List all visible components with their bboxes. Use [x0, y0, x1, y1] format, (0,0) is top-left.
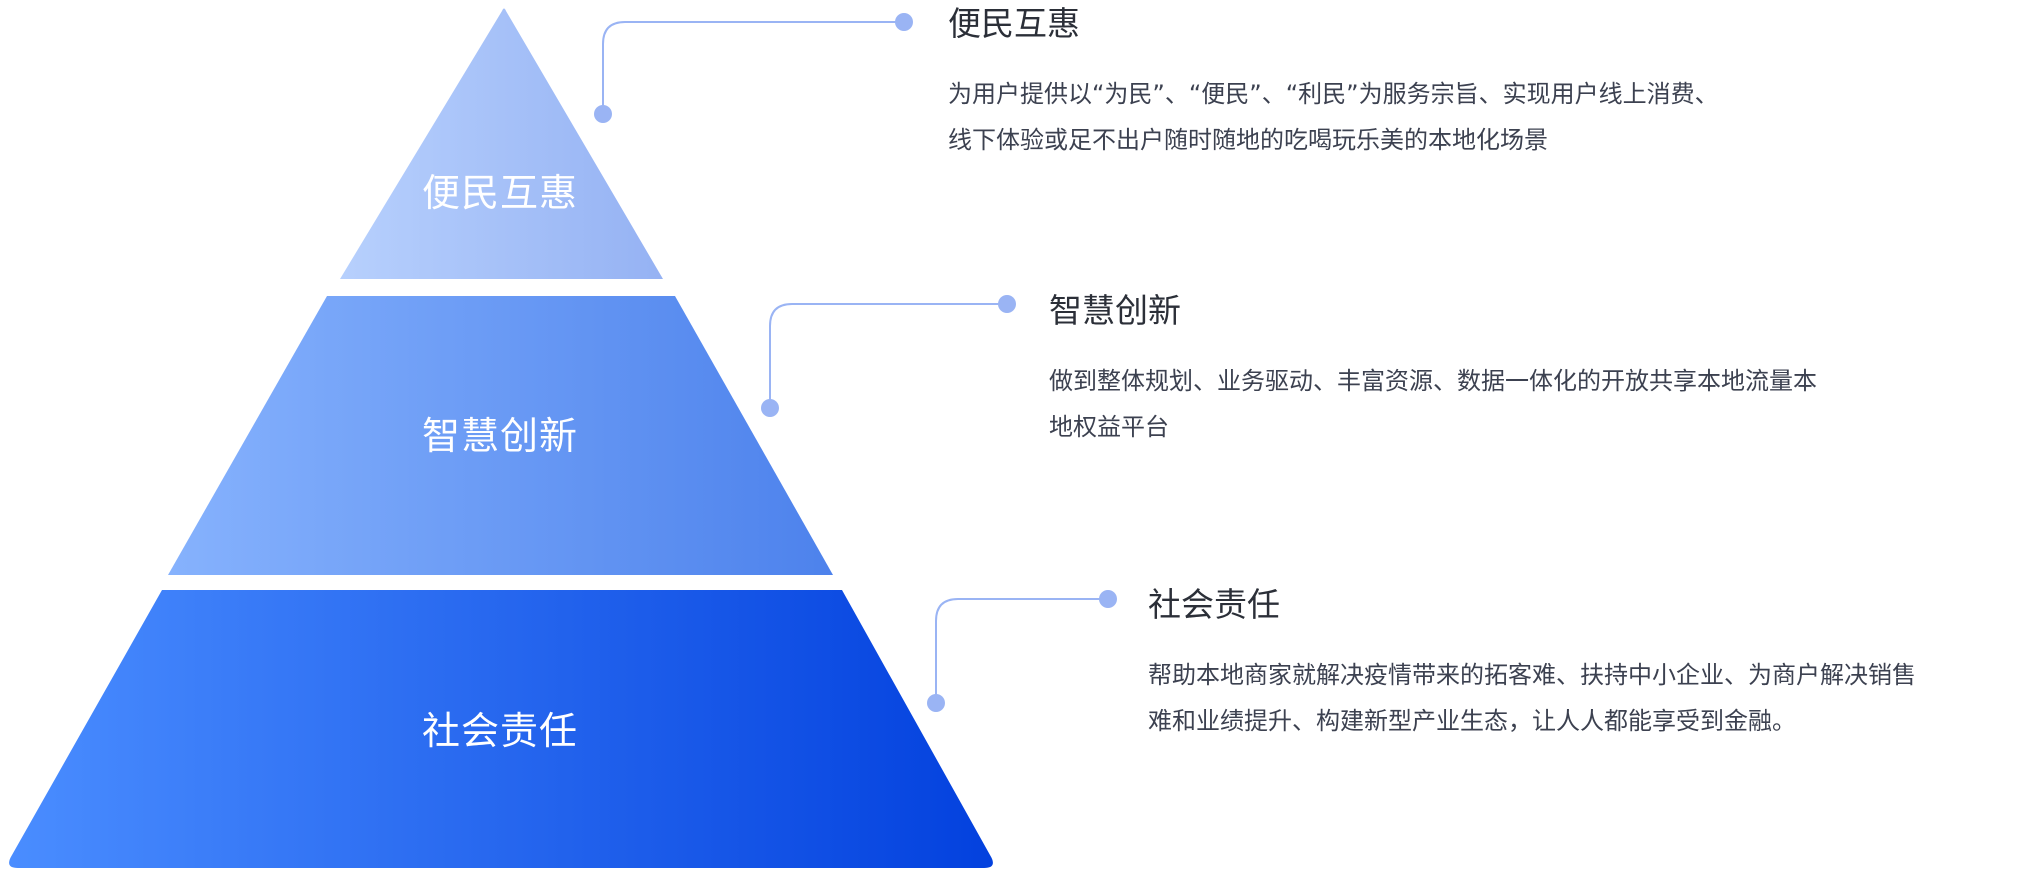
desc-line: 难和业绩提升、构建新型产业生态，让人人都能享受到金融。: [1148, 707, 1796, 735]
pyramid-tier-top: [340, 8, 663, 279]
connector-dot-bottom-end: [1099, 590, 1117, 608]
connector-dot-top-end: [895, 13, 913, 31]
desc-line: 为用户提供以“为民”、“便民”、“利民”为服务宗旨、实现用户线上消费、: [948, 80, 1719, 108]
connector-dot-middle-end: [998, 295, 1016, 313]
desc-title-bottom: 社会责任: [1148, 585, 1280, 624]
connector-dot-top-start: [594, 105, 612, 123]
tier-label-bottom: 社会责任: [421, 709, 578, 753]
desc-line: 帮助本地商家就解决疫情带来的拓客难、扶持中小企业、为商户解决销售: [1148, 661, 1916, 689]
desc-line: 做到整体规划、业务驱动、丰富资源、数据一体化的开放共享本地流量本: [1049, 367, 1817, 395]
connector-bottom: [935, 598, 1108, 702]
connector-middle: [769, 303, 1007, 407]
pyramid-tier-bottom: [9, 590, 993, 868]
desc-block-bottom: 社会责任 帮助本地商家就解决疫情带来的拓客难、扶持中小企业、为商户解决销售 难和…: [1148, 584, 1916, 744]
desc-block-middle: 智慧创新 做到整体规划、业务驱动、丰富资源、数据一体化的开放共享本地流量本 地权…: [1049, 290, 1817, 450]
tier-label-top: 便民互惠: [421, 171, 578, 215]
connector-top: [602, 21, 904, 113]
desc-title-top: 便民互惠: [948, 4, 1080, 43]
connector-dot-middle-start: [761, 399, 779, 417]
tier-label-middle: 智慧创新: [421, 414, 578, 458]
desc-line: 线下体验或足不出户随时随地的吃喝玩乐美的本地化场景: [948, 126, 1548, 154]
connector-dot-bottom-start: [927, 694, 945, 712]
pyramid-tier-middle: [168, 296, 833, 575]
desc-title-middle: 智慧创新: [1049, 291, 1181, 330]
desc-block-top: 便民互惠 为用户提供以“为民”、“便民”、“利民”为服务宗旨、实现用户线上消费、…: [948, 3, 1719, 163]
desc-line: 地权益平台: [1049, 413, 1169, 441]
